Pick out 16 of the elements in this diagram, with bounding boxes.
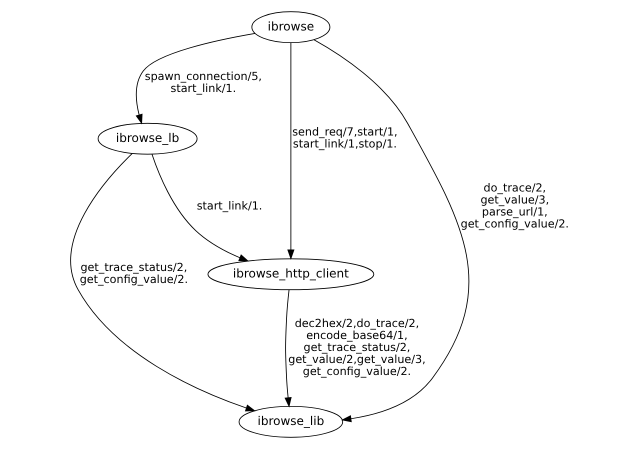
edge-label: start_link/1. [196, 199, 262, 212]
edge-label: do_trace/2, get_value/3, parse_url/1, get_config_value/2. [460, 181, 568, 230]
node-ellipse: ibrowse_lib [238, 406, 343, 438]
node-ellipse: ibrowse [250, 11, 330, 44]
arrow [151, 154, 249, 262]
arrow [135, 33, 255, 124]
node-ellipse: ibrowse_lb [97, 122, 198, 155]
arrow [313, 39, 469, 422]
edge-label: spawn_connection/5, start_link/1. [144, 70, 262, 95]
node-ellipse: ibrowse_http_client [207, 258, 374, 290]
edge-label: dec2hex/2,do_trace/2, encode_base64/1, get_trace_status/2, get_value/2,get_value/3, get_config_value/2. [288, 316, 426, 378]
edge-label: get_trace_status/2, get_config_value/2. [79, 261, 188, 286]
arrow [286, 42, 294, 260]
arrow [70, 153, 256, 412]
edge-label: send_req/7,start/1, start_link/1,stop/1. [292, 126, 398, 151]
arrow [284, 289, 292, 408]
